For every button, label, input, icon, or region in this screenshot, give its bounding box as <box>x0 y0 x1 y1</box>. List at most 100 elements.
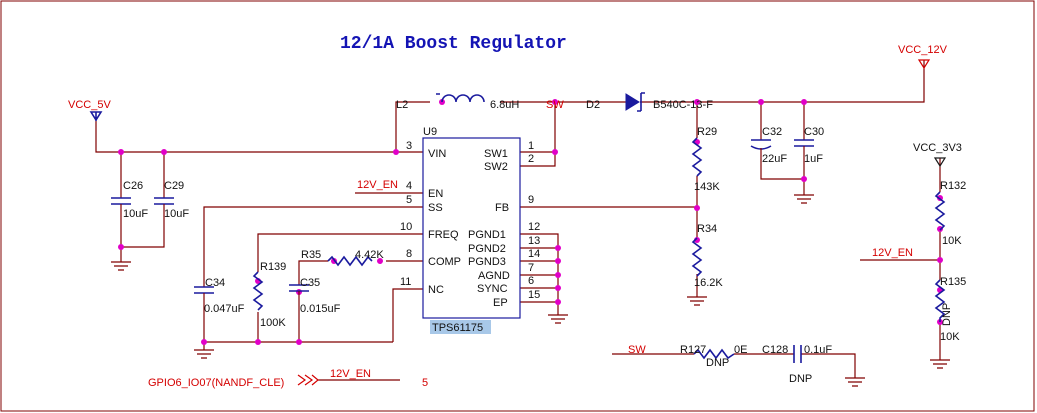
ic-part-label: TPS61175 <box>432 322 483 334</box>
en-net-label-gpio: 12V_EN <box>330 368 371 380</box>
en-net-label-ic: 12V_EN <box>357 179 398 191</box>
r35-value: 4.42K <box>355 249 384 261</box>
offsheet-number: 5 <box>422 377 428 389</box>
pin-num-13: 13 <box>528 235 540 247</box>
capacitor-c35: C35 0.015uF <box>289 277 341 315</box>
c29-ref: C29 <box>164 180 184 192</box>
c35-ref: C35 <box>300 277 320 289</box>
capacitor-c29: C29 10uF <box>154 180 189 220</box>
pin-name-sw2: SW2 <box>484 161 508 173</box>
c35-value: 0.015uF <box>300 303 341 315</box>
c32-value: 22uF <box>762 153 787 165</box>
pin-name-ss: SS <box>428 202 443 214</box>
r132-ref: R132 <box>940 180 966 192</box>
vcc-3v3-symbol: VCC_3V3 <box>913 142 962 168</box>
c32-ref: C32 <box>762 126 782 138</box>
l2-ref: L2 <box>396 99 408 111</box>
gpio-connector: GPIO6_IO07(NANDF_CLE) 12V_EN 5 <box>148 368 428 389</box>
r135-note: DNP <box>941 303 953 326</box>
r135-value: 10K <box>940 331 960 343</box>
pin-num-3: 3 <box>406 140 412 152</box>
r135-ref: R135 <box>940 276 966 288</box>
vcc-5v-symbol: VCC_5V <box>68 99 111 122</box>
pin-name-sync: SYNC <box>477 283 508 295</box>
r35-ref: R35 <box>301 249 321 261</box>
capacitor-c30: C30 1uF <box>794 126 824 165</box>
pin-name-vin: VIN <box>428 148 446 160</box>
resistor-r35: R35 4.42K <box>301 249 384 267</box>
capacitor-c128: C128 0.1uF DNP <box>762 344 832 385</box>
pin-name-nc: NC <box>428 284 444 296</box>
resistor-r139: R139 100K <box>252 261 286 329</box>
r29-ref: R29 <box>697 126 717 138</box>
schematic-title: 12/1A Boost Regulator <box>340 34 567 54</box>
c128-value: 0.1uF <box>804 344 832 356</box>
pin-name-ep: EP <box>493 297 508 309</box>
pin-name-pgnd2: PGND2 <box>468 243 506 255</box>
ic-ref-label: U9 <box>423 126 437 138</box>
c30-value: 1uF <box>804 153 823 165</box>
r34-value: 16.2K <box>694 277 723 289</box>
pin-num-5: 5 <box>406 194 412 206</box>
c128-ref: C128 <box>762 344 788 356</box>
vcc-3v3-label: VCC_3V3 <box>913 142 962 154</box>
resistor-r29: R29 143K <box>691 126 720 193</box>
sw-net-label-bottom: SW <box>628 344 646 356</box>
resistor-r135: R135 10K DNP <box>934 276 966 343</box>
pin-num-10: 10 <box>400 221 412 233</box>
l2-value: 6.8uH <box>490 99 519 111</box>
resistor-r34: R34 16.2K <box>691 223 723 289</box>
pin-num-7: 7 <box>528 262 534 274</box>
vcc-12v-label: VCC_12V <box>898 44 948 56</box>
pin-name-pgnd3: PGND3 <box>468 256 506 268</box>
pin-name-pgnd1: PGND1 <box>468 229 506 241</box>
r29-value: 143K <box>694 181 720 193</box>
c34-value: 0.047uF <box>204 303 245 315</box>
pin-name-comp: COMP <box>428 256 461 268</box>
diode-d2: D2 B540C-13-F <box>586 92 713 112</box>
c29-value: 10uF <box>164 208 189 220</box>
r34-ref: R34 <box>697 223 717 235</box>
pin-num-2: 2 <box>528 153 534 165</box>
d2-value: B540C-13-F <box>653 99 713 111</box>
resistor-r127: R127 0E DNP <box>680 344 747 369</box>
pin-num-11: 11 <box>400 276 411 288</box>
vcc-12v-symbol: VCC_12V <box>898 44 948 70</box>
r127-value: 0E <box>734 344 747 356</box>
ic-part-highlight <box>430 320 491 334</box>
capacitor-c34: C34 0.047uF <box>194 277 245 315</box>
pin-num-1: 1 <box>528 140 534 152</box>
r127-note: DNP <box>706 357 729 369</box>
en-net-label-right: 12V_EN <box>872 247 913 259</box>
c26-value: 10uF <box>123 208 148 220</box>
r132-value: 10K <box>942 235 962 247</box>
capacitor-c32: C32 22uF <box>750 126 787 165</box>
sw-net-label: SW <box>546 99 564 111</box>
ground-symbols <box>111 194 950 387</box>
pin-name-agnd: AGND <box>478 270 510 282</box>
c26-ref: C26 <box>123 180 143 192</box>
pin-num-6: 6 <box>528 275 534 287</box>
pin-name-freq: FREQ <box>428 229 459 241</box>
c34-ref: C34 <box>205 277 225 289</box>
inductor-l2: L2 6.8uH <box>396 93 519 111</box>
pin-num-14: 14 <box>528 248 540 260</box>
capacitor-c26: C26 10uF <box>111 180 148 220</box>
pin-name-sw1: SW1 <box>484 148 508 160</box>
c30-ref: C30 <box>804 126 824 138</box>
r139-value: 100K <box>260 317 286 329</box>
pin-num-12: 12 <box>528 221 540 233</box>
pin-name-en: EN <box>428 188 443 200</box>
pin-num-8: 8 <box>406 248 412 260</box>
pin-num-15: 15 <box>528 289 540 301</box>
vcc-5v-label: VCC_5V <box>68 99 111 111</box>
pin-num-9: 9 <box>528 194 534 206</box>
c128-note: DNP <box>789 373 812 385</box>
gpio-label: GPIO6_IO07(NANDF_CLE) <box>148 377 284 389</box>
r139-ref: R139 <box>260 261 286 273</box>
pin-num-4: 4 <box>406 180 412 192</box>
d2-ref: D2 <box>586 99 600 111</box>
